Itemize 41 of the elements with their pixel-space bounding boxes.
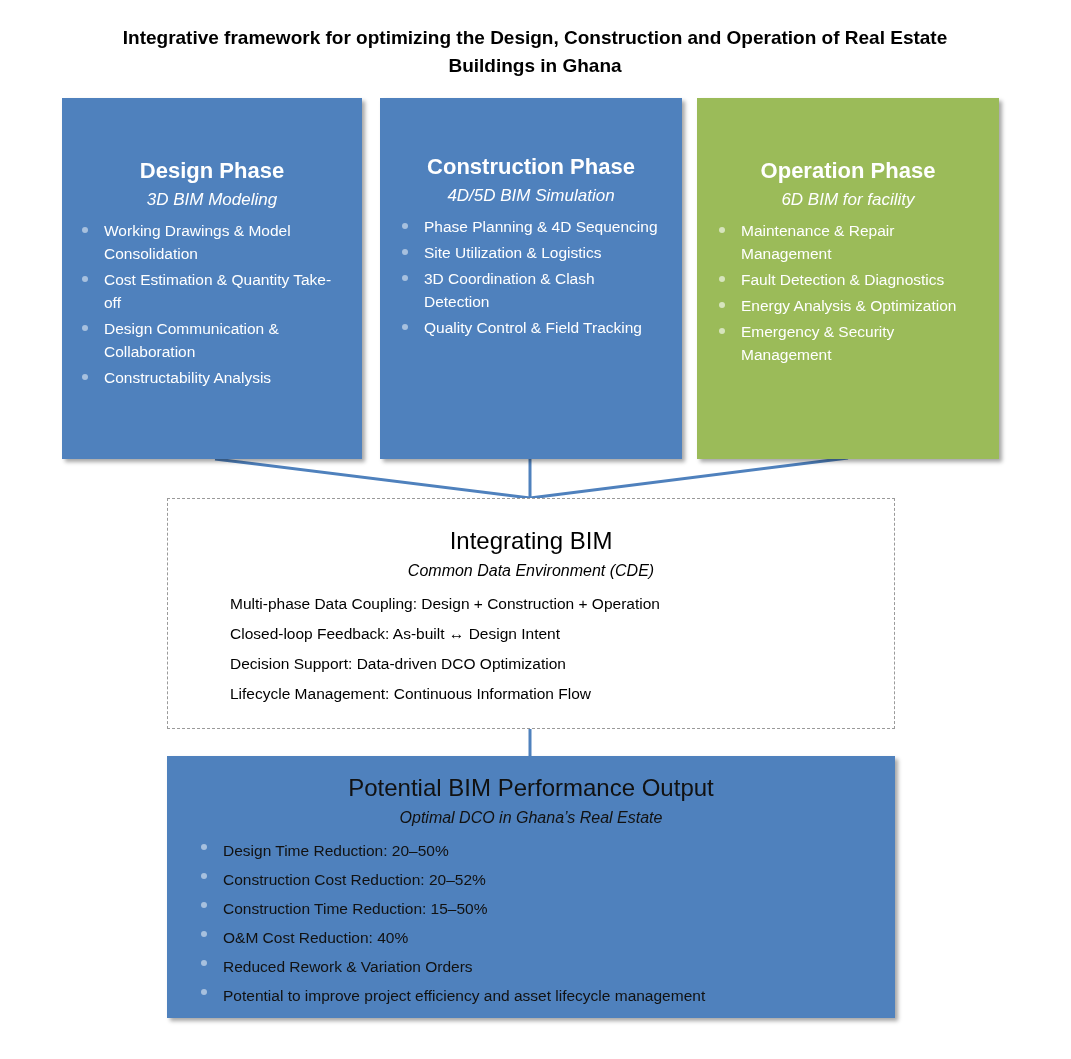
bullet-text: Working Drawings & Model Consolidation (104, 220, 292, 264)
bullet-text: Phase Planning & 4D Sequencing (424, 216, 658, 237)
box-subtitle: 3D BIM Modeling (145, 189, 279, 211)
phase-box (167, 756, 895, 1018)
feature-text: Closed-loop Feedback: As-built ↔ Design Intent (230, 624, 560, 644)
diagram-title: Integrative framework for optimizing the Design, Construction and Operation of Real Estate Buildings in Ghana (121, 26, 949, 78)
feature-text: Decision Support: Data-driven DCO Optimization (230, 654, 566, 674)
box-subtitle: Common Data Environment (CDE) (406, 561, 656, 581)
bullet-text: Maintenance & Repair Management (741, 220, 896, 264)
bullet-text: Fault Detection & Diagnostics (741, 269, 945, 290)
connector-line (528, 459, 532, 498)
bullet-text: Construction Time Reduction: 15–50% (223, 899, 488, 919)
phase-box (380, 98, 682, 459)
bullet-text: Cost Estimation & Quantity Take-off (104, 269, 333, 313)
connector-line (214, 457, 531, 500)
feature-text: Lifecycle Management: Continuous Information Flow (230, 684, 591, 704)
bullet-text: Reduced Rework & Variation Orders (223, 957, 473, 977)
phase-box (697, 98, 999, 459)
bullet-text: Site Utilization & Logistics (424, 242, 602, 263)
box-heading: Potential BIM Performance Output (347, 773, 715, 803)
box-heading: Integrating BIM (448, 526, 614, 556)
bullet-text: Design Communication & Collaboration (104, 318, 280, 362)
phase-box (167, 498, 895, 729)
bullet-text: Constructability Analysis (104, 367, 272, 388)
box-subtitle: 6D BIM for facility (780, 189, 916, 211)
bullet-text: Quality Control & Field Tracking (424, 317, 642, 338)
bullet-text: Construction Cost Reduction: 20–52% (223, 870, 486, 890)
feature-text: Multi-phase Data Coupling: Design + Construction + Operation (230, 594, 660, 614)
bullet-text: Emergency & Security Management (741, 321, 896, 365)
box-heading: Construction Phase (426, 153, 636, 181)
connector-line (528, 729, 532, 756)
bullet-text: O&M Cost Reduction: 40% (223, 928, 409, 948)
bullet-text: Energy Analysis & Optimization (741, 295, 957, 316)
bullet-text: Potential to improve project efficiency and asset lifecycle management (223, 986, 706, 1006)
box-heading: Design Phase (138, 157, 286, 185)
box-subtitle: 4D/5D BIM Simulation (446, 185, 616, 207)
box-heading: Operation Phase (759, 157, 937, 185)
phase-box (62, 98, 362, 459)
bullet-text: 3D Coordination & Clash Detection (424, 268, 596, 312)
box-subtitle: Optimal DCO in Ghana’s Real Estate (398, 808, 664, 828)
bullet-text: Design Time Reduction: 20–50% (223, 841, 449, 861)
